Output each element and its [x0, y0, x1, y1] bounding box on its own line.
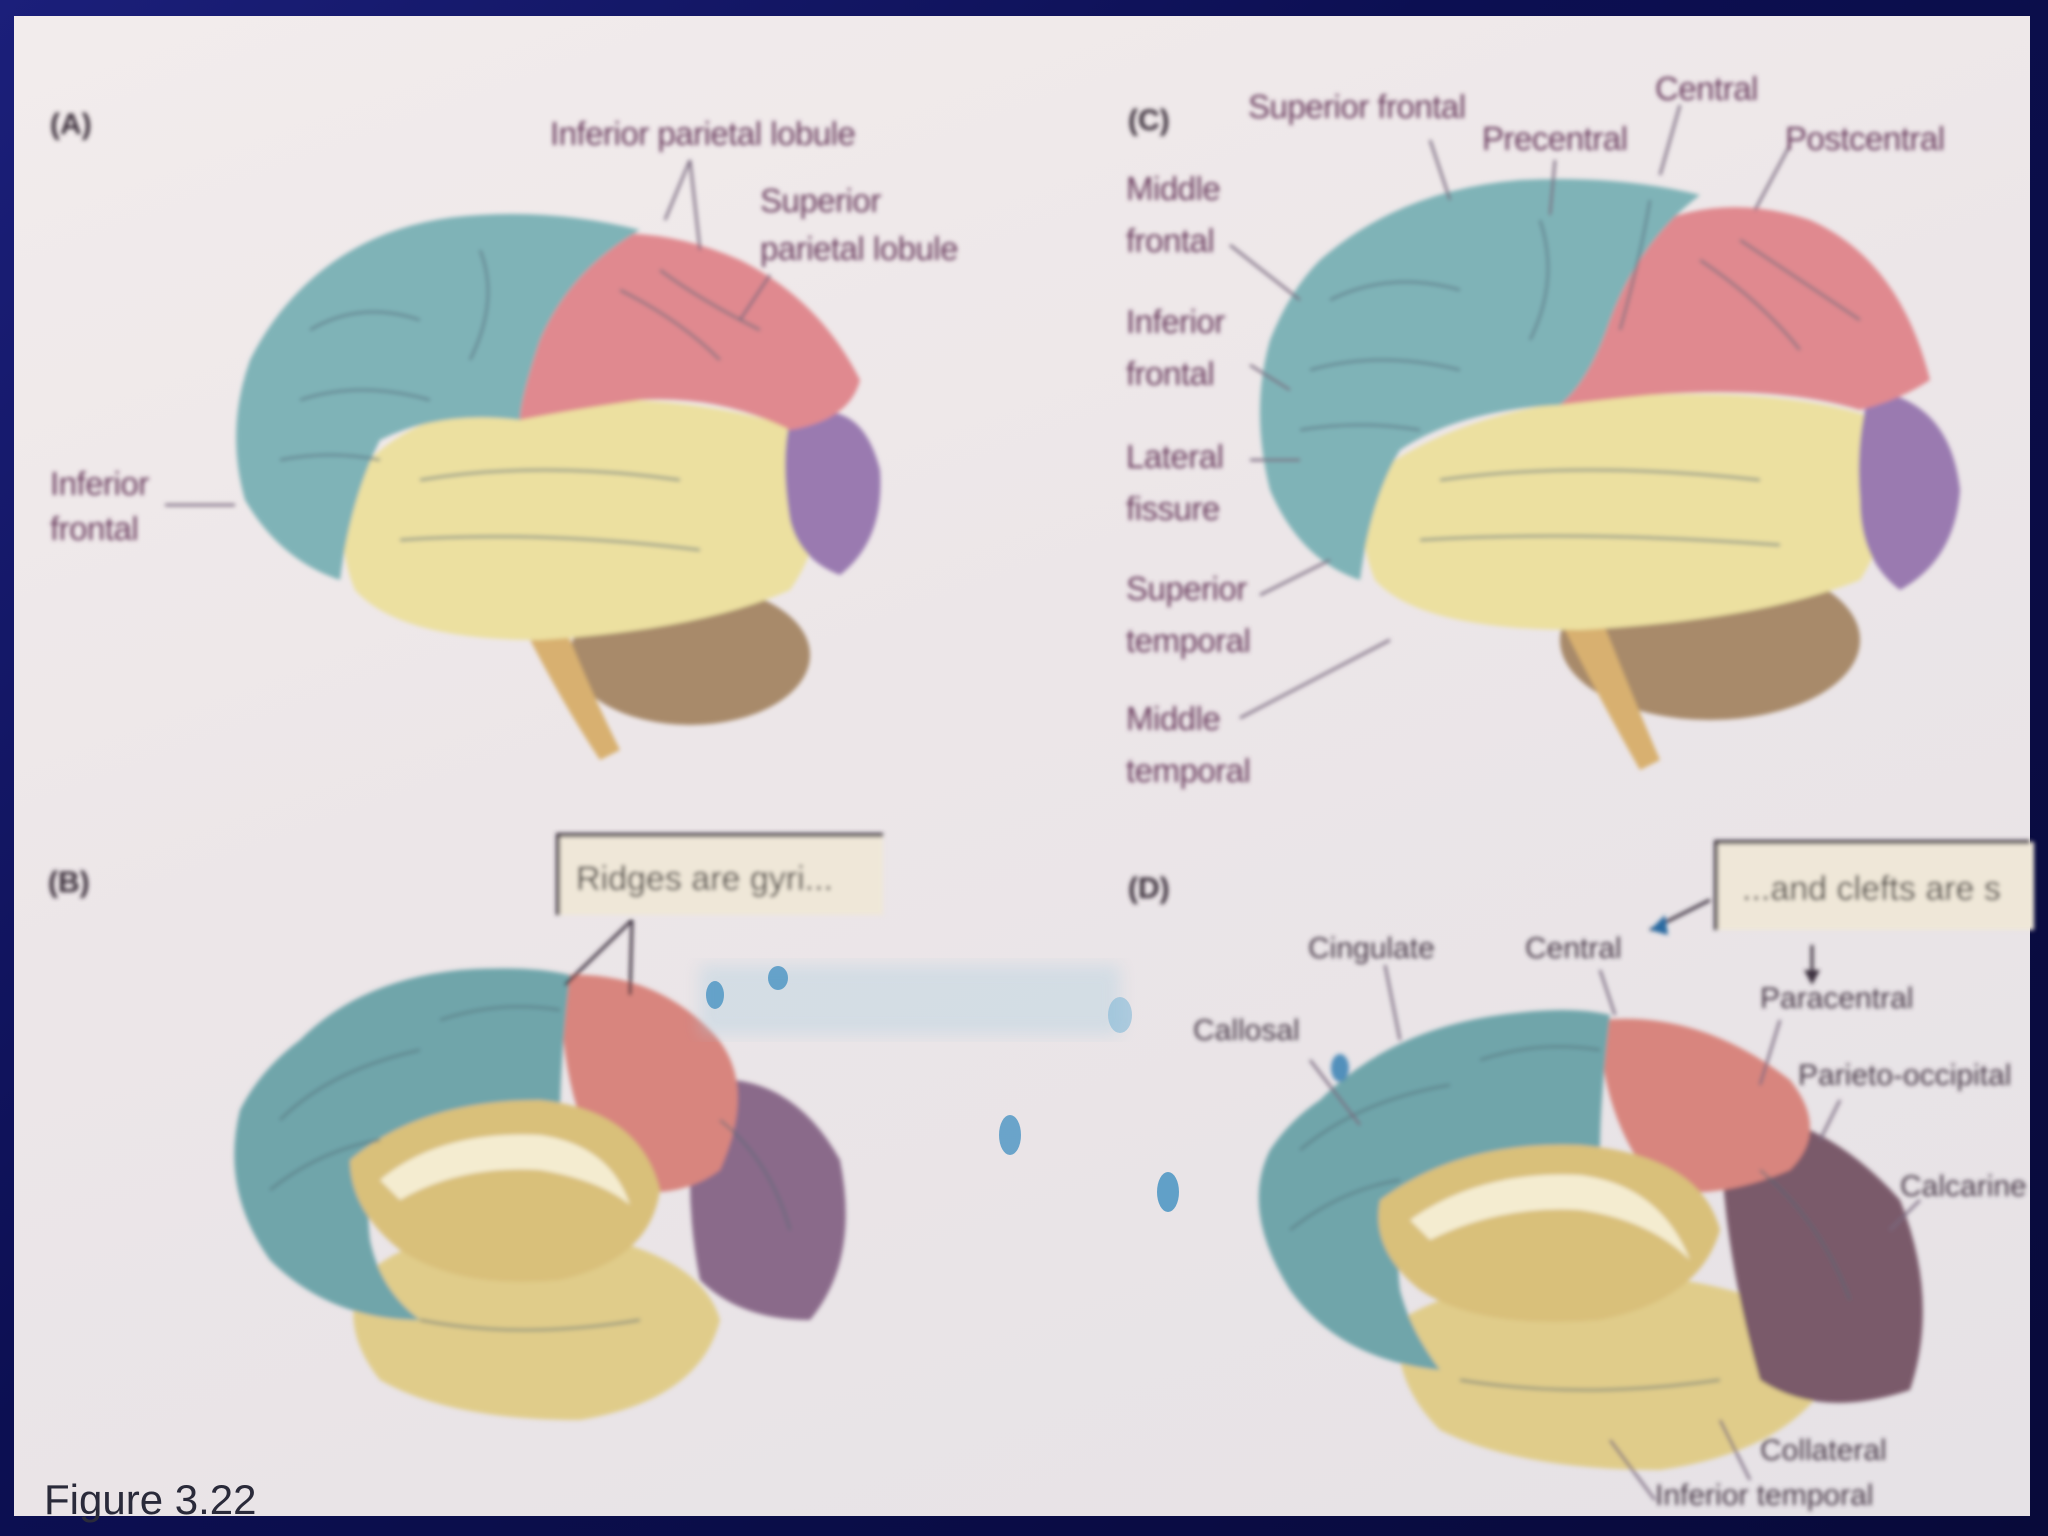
panel-c-letter: (C) — [1128, 104, 1170, 137]
panel-c: (C) Superior frontal Central Precentral … — [1126, 70, 1960, 789]
label-inferior-temporal: Inferior temporal — [1655, 1479, 1873, 1512]
label-middle-temporal-line1: Middle — [1126, 700, 1220, 737]
label-superior-parietal-lobule-line1: Superior — [760, 182, 881, 219]
label-paracentral: Paracentral — [1760, 982, 1913, 1015]
panel-b-letter: (B) — [48, 866, 90, 899]
panel-c-occipital-lobe — [1859, 390, 1960, 590]
label-d-central: Central — [1525, 932, 1622, 965]
label-superior-parietal-lobule-line2: parietal lobule — [760, 230, 958, 267]
label-superior-temporal-line1: Superior — [1126, 570, 1247, 607]
figure-caption: Figure 3.22 — [44, 1476, 256, 1523]
callout-clefts-are-sulci: ...and clefts are s — [1742, 870, 2001, 908]
label-inferior-parietal-lobule: Inferior parietal lobule — [550, 115, 855, 152]
label-middle-frontal-line2: frontal — [1126, 222, 1214, 259]
label-middle-frontal-line1: Middle — [1126, 170, 1220, 207]
label-collateral: Collateral — [1760, 1434, 1887, 1467]
label-precentral: Precentral — [1482, 120, 1627, 157]
label-c-inferior-frontal-line2: frontal — [1126, 355, 1214, 392]
label-lateral-fissure-line1: Lateral — [1126, 438, 1223, 475]
panel-d-letter: (D) — [1128, 872, 1170, 905]
label-superior-temporal-line2: temporal — [1126, 622, 1250, 659]
label-cingulate: Cingulate — [1308, 932, 1435, 965]
label-calcarine: Calcarine — [1900, 1170, 2027, 1203]
panel-a-temporal-lobe — [344, 399, 818, 640]
panel-a: (A) Inferior parietal lobule Superior pa… — [50, 108, 958, 760]
panel-b: (B) Ridges are gyri... — [48, 835, 883, 1420]
label-middle-temporal-line2: temporal — [1126, 752, 1250, 789]
callout-ridges-are-gyri: Ridges are gyri... — [576, 860, 833, 898]
label-c-central: Central — [1655, 70, 1758, 107]
label-parieto-occipital: Parieto-occipital — [1798, 1059, 2011, 1092]
label-a-inferior-frontal-line2: frontal — [50, 510, 138, 547]
label-c-inferior-frontal-line1: Inferior — [1126, 303, 1225, 340]
label-postcentral: Postcentral — [1785, 120, 1945, 157]
panel-d: (D) ...and clefts are s Cingulate Centra… — [1128, 842, 2034, 1512]
label-a-inferior-frontal-line1: Inferior — [50, 465, 149, 502]
panel-c-temporal-lobe — [1364, 394, 1887, 630]
panel-a-letter: (A) — [50, 108, 92, 141]
panel-d-callout: ...and clefts are s — [1650, 842, 2034, 985]
label-callosal: Callosal — [1193, 1014, 1300, 1047]
label-lateral-fissure-line2: fissure — [1126, 490, 1220, 527]
label-superior-frontal: Superior frontal — [1248, 88, 1466, 125]
